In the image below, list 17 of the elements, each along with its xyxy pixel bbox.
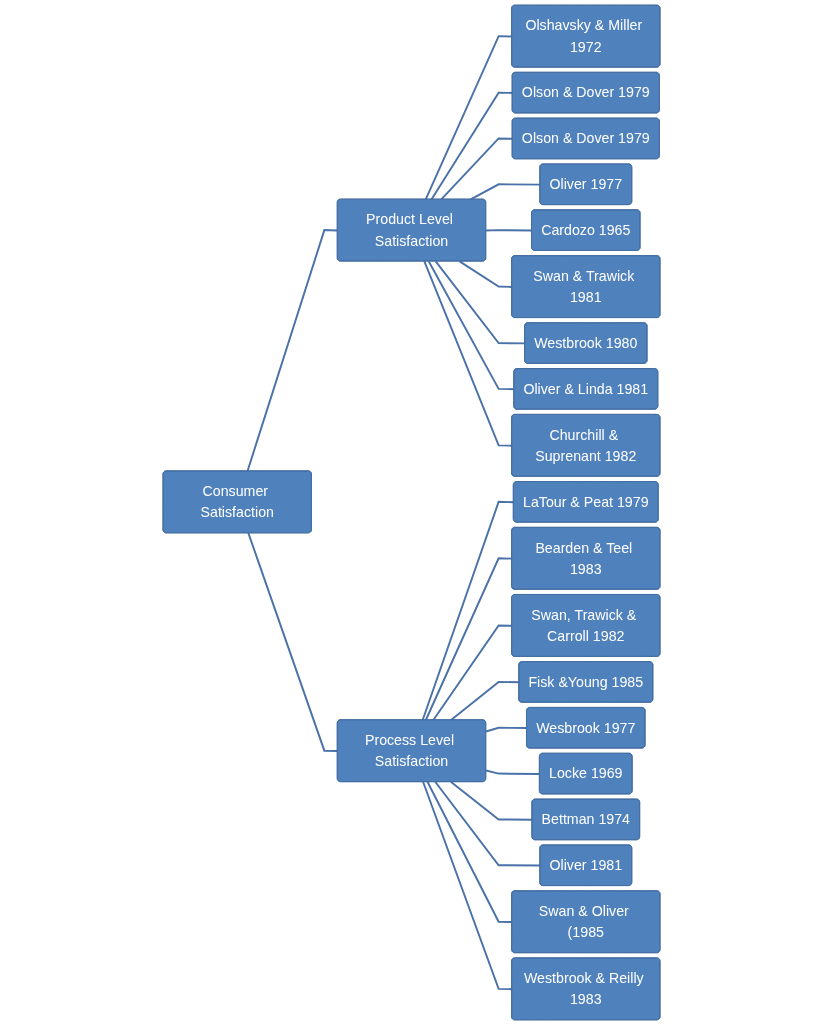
connector	[421, 500, 515, 721]
connector	[430, 91, 514, 201]
connector	[485, 726, 528, 733]
connector	[432, 624, 513, 721]
connector	[434, 260, 526, 345]
connector	[422, 781, 513, 991]
connector	[485, 769, 541, 775]
connector	[458, 260, 513, 288]
connector	[427, 260, 515, 391]
connector	[424, 35, 513, 201]
connector	[247, 532, 339, 752]
connector	[440, 137, 514, 201]
connector	[426, 781, 513, 923]
connector	[485, 229, 533, 232]
connector	[424, 557, 513, 721]
connector	[423, 260, 513, 447]
connector	[450, 680, 520, 721]
